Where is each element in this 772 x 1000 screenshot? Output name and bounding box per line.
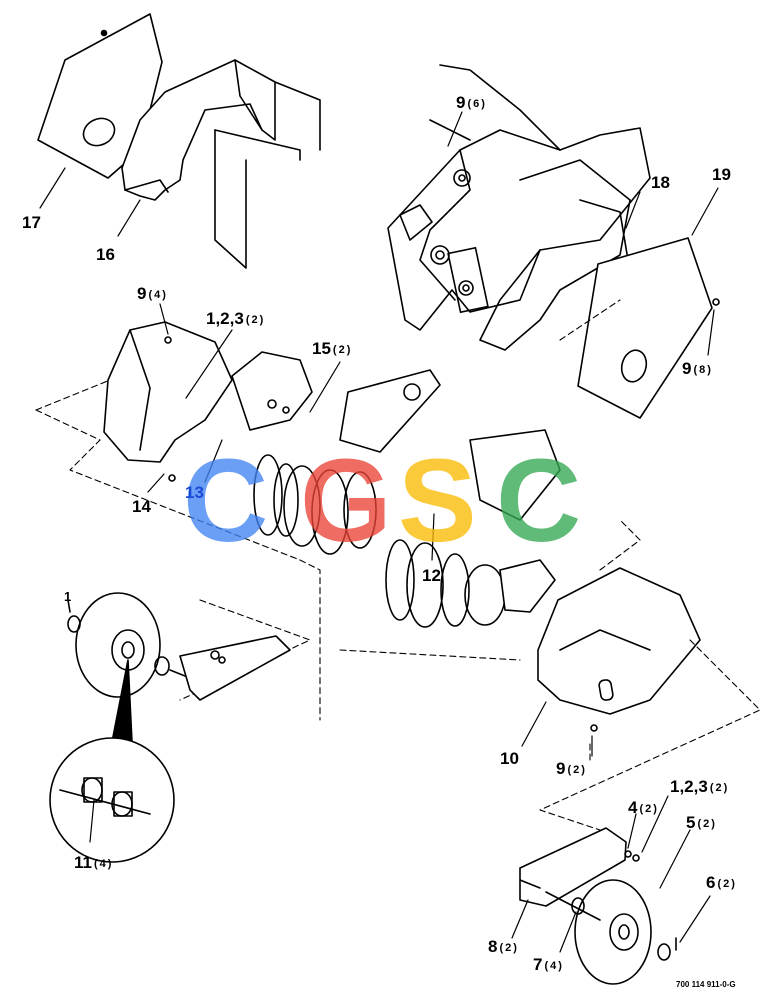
callout-14: 14 [132,497,151,516]
watermark-letter: C [183,435,269,567]
watermark-letter: C [496,435,582,567]
left-wheel-assembly [67,592,291,743]
callout-10: 10 [500,749,519,768]
figure-code: 700 114 911-0-G [676,980,736,989]
part-14-guard [103,321,233,482]
callout-11: 11(4) [74,853,114,872]
part-16-bracket [121,59,321,269]
callout-15: 15(2) [312,339,353,358]
callout-9-8: 9(8) [682,359,713,378]
callout-1-2-3-lower: 1,2,3(2) [670,777,730,796]
triangular-plate [339,369,441,453]
right-wheel-assembly [519,827,677,985]
drive-pulleys [253,429,561,628]
watermark-letter: G [300,435,392,567]
callout-5: 5(2) [686,813,717,832]
callout-4: 4(2) [628,798,659,817]
frame-assembly [387,64,651,351]
callout-9-6: 9(6) [456,93,487,112]
part-10-guard [537,567,701,732]
callout-1-2-3-upper: 1,2,3(2) [206,309,266,328]
callout-6: 6(2) [706,873,737,892]
callout-16: 16 [96,245,115,264]
callout-9-2: 9(2) [556,759,587,778]
leader-lines [39,111,719,953]
callout-13: 13 [185,483,204,502]
watermark-letter: S [398,435,477,567]
callout-19: 19 [712,165,731,184]
callout-8: 8(2) [488,937,519,956]
callout-17: 17 [22,213,41,232]
part-19-shield [577,237,720,419]
callout-18: 18 [651,173,670,192]
callout-9-4: 9(4) [137,284,168,303]
callout-12: 12 [422,566,441,585]
callout-1: 1 [64,589,72,604]
bushing-detail [49,737,175,863]
part-15-bracket [231,351,313,431]
callout-7: 7(4) [533,955,564,974]
